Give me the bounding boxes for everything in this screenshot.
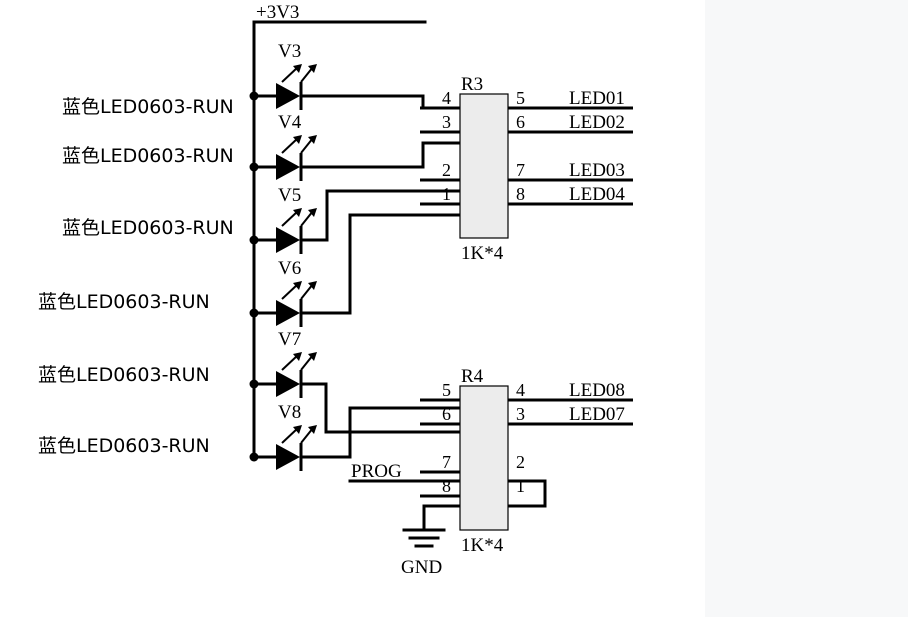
r4-right-pin-number: 2 — [516, 452, 525, 472]
r4-value: 1K*4 — [461, 535, 504, 556]
ground-net-label: GND — [401, 557, 442, 578]
led-designator: V4 — [278, 112, 302, 133]
r3-right-pin-number: 8 — [516, 184, 525, 204]
page-margin — [705, 0, 908, 617]
led-3: V5 蓝色LED0603-RUN — [62, 185, 317, 254]
led-designator: V6 — [278, 258, 301, 279]
light-emission-arrow-icon — [281, 425, 302, 444]
led-1: V3 蓝色LED0603-RUN — [62, 41, 317, 118]
r3-right-pin-number: 5 — [516, 88, 525, 108]
r3-right-pin-number: 6 — [516, 112, 525, 132]
led-part-label: 蓝色LED0603-RUN — [38, 291, 210, 313]
r4-designator: R4 — [461, 366, 484, 387]
power-net-label: +3V3 — [256, 2, 299, 23]
junction-dot — [249, 162, 259, 172]
led-diode-triangle — [276, 154, 300, 180]
r4-right-pin-number: 1 — [516, 476, 525, 496]
r4-left-pin-number: 5 — [442, 380, 451, 400]
led-designator: V3 — [278, 41, 301, 62]
net-label-led03: LED03 — [569, 160, 625, 181]
led-group: V3 蓝色LED0603-RUN V4 蓝色LED0603-RUN V5 蓝色LED060… — [38, 41, 317, 471]
r3-left-pin-number: 3 — [442, 112, 451, 132]
r3-designator: R3 — [461, 74, 483, 95]
junction-dot — [249, 379, 259, 389]
net-v6-r3-1 — [300, 213, 460, 315]
r3-left-pin-number: 2 — [442, 160, 451, 180]
junction-dot — [249, 235, 259, 245]
led-designator: V8 — [278, 402, 301, 423]
junction-dot — [249, 452, 259, 462]
light-emission-arrow-icon — [300, 425, 317, 444]
led-diode-triangle — [276, 371, 300, 397]
r4-right-pin-number: 4 — [516, 380, 525, 400]
r3-body — [459, 93, 509, 239]
led-part-label: 蓝色LED0603-RUN — [62, 145, 234, 167]
net-label-led08: LED08 — [569, 380, 625, 401]
led-part-label: 蓝色LED0603-RUN — [38, 435, 210, 457]
r3-left-pin-number: 4 — [442, 88, 451, 108]
led-diode-triangle — [276, 83, 300, 109]
r4-body — [459, 385, 509, 531]
net-label-led01: LED01 — [569, 88, 625, 109]
net-label-led07: LED07 — [569, 404, 625, 425]
led-diode-triangle — [276, 227, 300, 253]
r4-left-pin-number: 8 — [442, 476, 451, 496]
net-v8-r4-5 — [300, 406, 460, 459]
prog-net-label: PROG — [351, 461, 402, 482]
net-v4-r3-3 — [300, 141, 460, 169]
light-emission-arrow-icon — [300, 64, 317, 83]
net-v5-r3-2 — [300, 189, 460, 242]
led-diode-triangle — [276, 444, 300, 470]
r4-left-pin-number: 6 — [442, 404, 451, 424]
led-diode-triangle — [276, 300, 300, 326]
led-designator: V5 — [278, 185, 301, 206]
light-emission-arrow-icon — [281, 64, 302, 83]
ground-symbol: GND — [401, 528, 446, 578]
light-emission-arrow-icon — [281, 352, 302, 371]
led-part-label: 蓝色LED0603-RUN — [62, 96, 234, 118]
light-emission-arrow-icon — [300, 208, 317, 227]
light-emission-arrow-icon — [300, 352, 317, 371]
r4-pin8-ground-wire — [422, 504, 460, 530]
led-part-label: 蓝色LED0603-RUN — [62, 217, 234, 239]
net-label-led02: LED02 — [569, 112, 625, 133]
led-designator: V7 — [278, 329, 301, 350]
net-label-led04: LED04 — [569, 184, 625, 205]
light-emission-arrow-icon — [300, 135, 317, 154]
led-part-label: 蓝色LED0603-RUN — [38, 364, 210, 386]
r4-pin2-pin1-loop — [508, 479, 547, 508]
led-4: V6 蓝色LED0603-RUN — [38, 258, 317, 327]
junction-dot — [249, 308, 259, 318]
light-emission-arrow-icon — [300, 281, 317, 300]
drawing-area — [0, 0, 705, 617]
r4-right-pin-number: 3 — [516, 404, 525, 424]
r4-left-pin-number: 7 — [442, 452, 451, 472]
junction-dot — [249, 91, 259, 101]
r3-right-pin-number: 7 — [516, 160, 525, 180]
light-emission-arrow-icon — [281, 281, 302, 300]
light-emission-arrow-icon — [281, 135, 302, 154]
net-v7-r4-6 — [300, 382, 460, 434]
light-emission-arrow-icon — [281, 208, 302, 227]
r3-left-pin-number: 1 — [442, 184, 451, 204]
r3-value: 1K*4 — [461, 243, 504, 264]
